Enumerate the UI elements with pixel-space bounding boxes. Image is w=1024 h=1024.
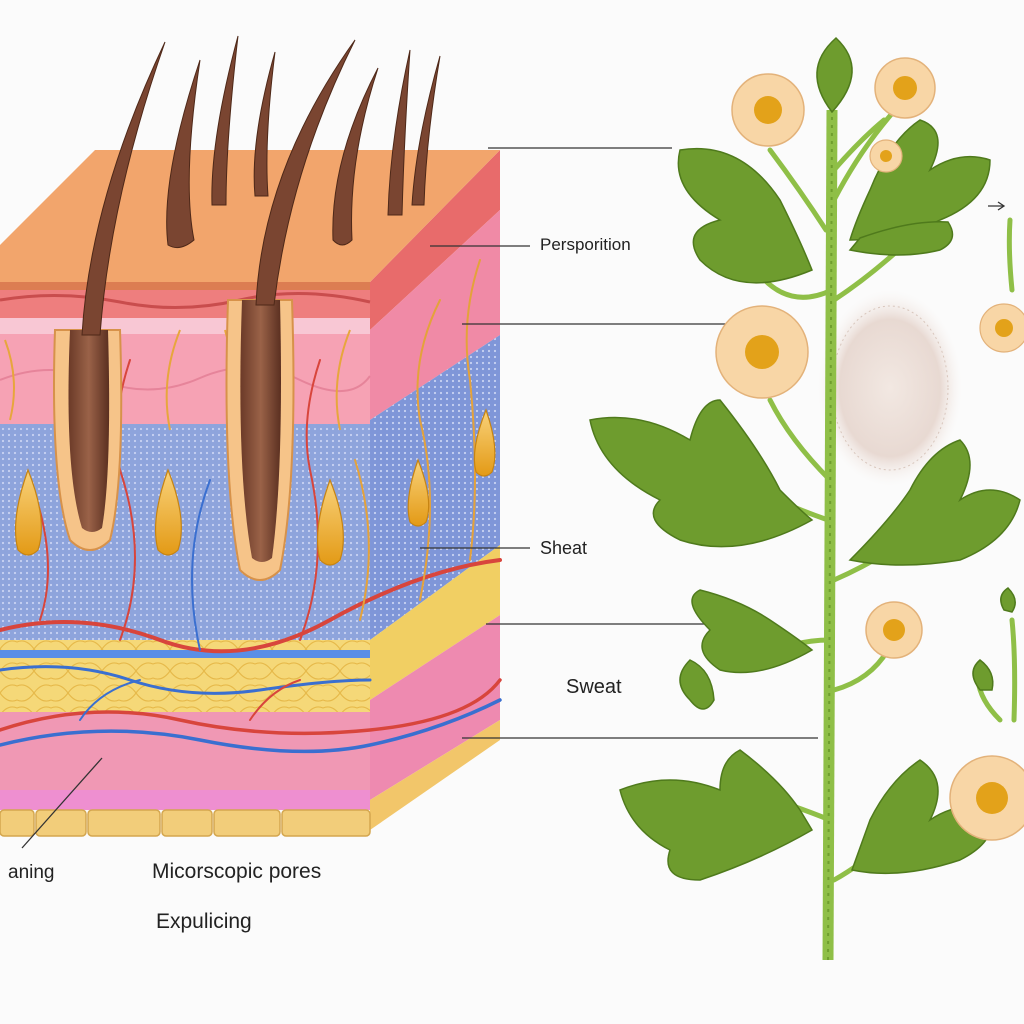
sweat-gland-3	[316, 478, 344, 566]
hair-shafts	[81, 35, 441, 336]
label-perspiration: Persporition	[540, 235, 631, 254]
leaf-upper-right-2	[848, 221, 954, 256]
flower-middle	[715, 305, 809, 399]
blood-vessels	[0, 259, 502, 754]
fuzzy-seed-head	[818, 290, 962, 486]
flower-top-right	[874, 57, 936, 119]
flower-bottom-right	[949, 755, 1024, 841]
leaf-small-right	[972, 659, 994, 691]
plant-illustration	[589, 36, 1024, 961]
leader-lines	[21, 147, 1006, 849]
leaf-top-bud	[816, 36, 853, 114]
leaf-upper-left	[677, 147, 813, 284]
hair-1	[81, 41, 166, 336]
leaf-mid-right	[848, 439, 1021, 566]
base-cells	[0, 809, 371, 837]
flower-right-edge	[979, 303, 1024, 353]
sweat-gland-5	[473, 408, 496, 477]
hair-2	[255, 39, 356, 306]
leaf-small-right-2	[1000, 587, 1016, 613]
arrow-right	[988, 201, 1006, 211]
leaf-upper-right	[848, 119, 991, 241]
label-sweat: Sweat	[566, 676, 622, 698]
label-aning: aning	[8, 862, 55, 883]
label-microscopic-pores: Micorscopic pores	[152, 860, 322, 883]
leaf-bottom-left	[619, 749, 814, 881]
sweat-glands	[14, 408, 496, 566]
flowers	[715, 57, 1024, 841]
flower-lower-mid	[865, 601, 923, 659]
label-sheat: Sheat	[540, 538, 588, 558]
flower-small-top	[869, 139, 903, 173]
leader-aning	[21, 757, 103, 849]
hair-follicles	[53, 299, 295, 581]
sweat-gland-4	[407, 458, 430, 527]
leaf-mid-left	[589, 399, 814, 548]
skin-surface	[0, 150, 500, 282]
leaf-lower-left-bud	[679, 659, 715, 710]
sweat-gland-1	[14, 468, 42, 556]
sweat-gland-2	[154, 468, 182, 556]
leaf-lower-left-small	[691, 589, 814, 674]
label-expulsion: Expulicing	[156, 910, 252, 933]
skin-cross-section	[0, 35, 502, 837]
flower-top-left	[731, 73, 805, 147]
leaves	[589, 36, 1021, 881]
